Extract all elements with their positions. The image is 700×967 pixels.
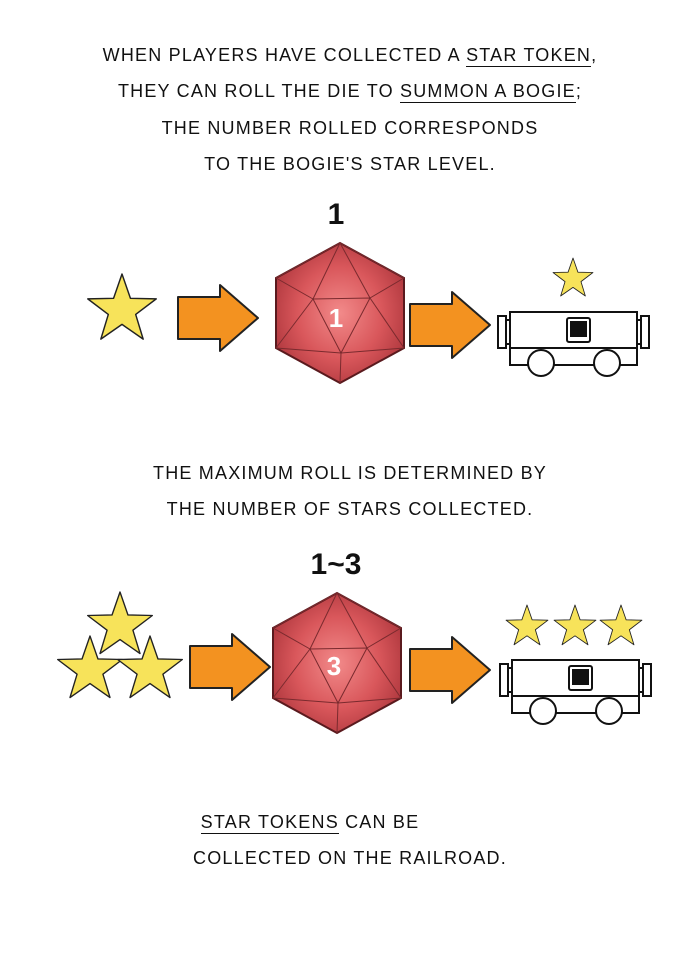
intro-line-1: WHEN PLAYERS HAVE COLLECTED A STAR TOKEN… bbox=[0, 44, 700, 67]
max-roll-line-2: THE NUMBER OF STARS COLLECTED. bbox=[166, 499, 534, 519]
bogie-star-icon bbox=[552, 257, 594, 297]
closing-line-2: COLLECTED ON THE RAILROAD. bbox=[193, 848, 507, 868]
text: WHEN PLAYERS HAVE COLLECTED A bbox=[102, 45, 467, 65]
max-roll-line-1: THE MAXIMUM ROLL IS DETERMINED BY bbox=[153, 463, 547, 483]
d20-die-icon: 3 bbox=[272, 592, 402, 734]
roll-range-1: 1 bbox=[327, 198, 345, 231]
bogie-star-icon bbox=[505, 604, 549, 646]
arrow-right-icon bbox=[177, 284, 259, 352]
d20-die-icon: 1 bbox=[275, 242, 405, 384]
bogie-wagon-icon bbox=[497, 311, 650, 377]
closing-line-1: STAR TOKENS CAN BE bbox=[0, 811, 660, 834]
arrow-right-icon bbox=[409, 291, 491, 359]
star-tokens-term: STAR TOKENS bbox=[200, 812, 339, 834]
star-token-icon bbox=[87, 273, 157, 340]
bogie-star-icon bbox=[553, 604, 597, 646]
arrow-right-icon bbox=[189, 633, 271, 701]
star-token-term: STAR TOKEN bbox=[466, 45, 592, 67]
bogie-star-icon bbox=[599, 604, 643, 646]
text: ; bbox=[575, 81, 583, 101]
text: CAN BE bbox=[338, 812, 420, 832]
text: THEY CAN ROLL THE DIE TO bbox=[117, 81, 401, 101]
roll-range-2: 1~3 bbox=[310, 548, 362, 581]
intro-line-2: THEY CAN ROLL THE DIE TO SUMMON A BOGIE; bbox=[0, 80, 700, 103]
bogie-wagon-icon bbox=[499, 659, 652, 725]
die-value: 3 bbox=[327, 651, 341, 681]
intro-line-4: TO THE BOGIE'S STAR LEVEL. bbox=[204, 154, 496, 174]
die-value: 1 bbox=[329, 303, 343, 333]
text: , bbox=[591, 45, 598, 65]
summon-bogie-term: SUMMON A BOGIE bbox=[400, 81, 576, 103]
star-token-icon bbox=[86, 591, 154, 655]
intro-line-3: THE NUMBER ROLLED CORRESPONDS bbox=[161, 118, 539, 138]
arrow-right-icon bbox=[409, 636, 491, 704]
